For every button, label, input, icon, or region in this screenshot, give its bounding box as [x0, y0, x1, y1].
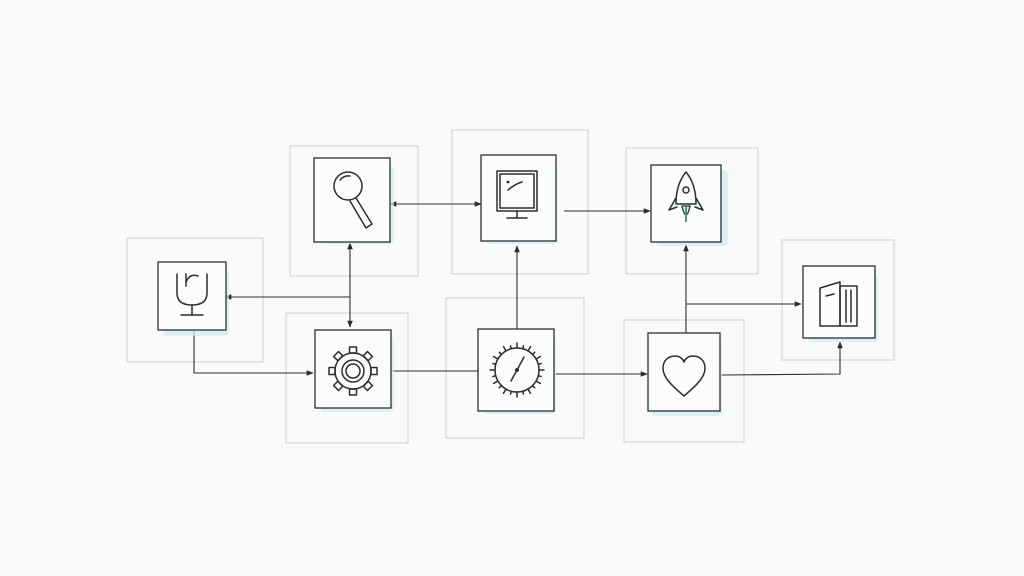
frame-book [781, 239, 895, 361]
clock-tick [502, 345, 507, 352]
arrow-heart-book-lower [720, 341, 843, 376]
clock-tick [537, 374, 542, 378]
node-monitor[interactable] [480, 154, 558, 244]
clock-tick [492, 380, 499, 385]
frame-heart [623, 319, 745, 443]
clock-tick [492, 362, 497, 366]
node-heart[interactable] [647, 332, 722, 416]
node-book[interactable] [802, 265, 878, 342]
gear-icon [328, 346, 378, 396]
heart-icon [662, 355, 706, 397]
rocket-icon [668, 171, 704, 222]
clock-tick [498, 351, 503, 356]
connectors [193, 201, 843, 377]
clock-tick [492, 355, 499, 360]
magnifier-icon [333, 171, 373, 229]
node-gear[interactable] [314, 329, 394, 412]
clock-tick [492, 374, 497, 378]
clock-tick [531, 384, 536, 389]
node-rocket[interactable] [650, 164, 728, 246]
shield-icon [176, 273, 208, 316]
clock-tick [498, 384, 503, 389]
clock-tick [521, 345, 525, 350]
clock-tick [509, 390, 513, 395]
clock-tick [521, 390, 525, 395]
clock-tick [535, 380, 542, 385]
book-icon [819, 281, 858, 327]
clock-icon [489, 342, 545, 398]
clock-tick [502, 388, 507, 395]
frame-clock [445, 297, 585, 439]
arrow-shield-gear [193, 331, 314, 376]
frame-gear [285, 312, 409, 444]
clock-tick [509, 345, 513, 350]
clock-tick [527, 388, 532, 395]
monitor-icon [496, 170, 538, 219]
clock-tick [531, 351, 536, 356]
clock-tick [527, 345, 532, 352]
frame-shield [126, 237, 264, 363]
node-search[interactable] [313, 157, 394, 244]
clock-tick [535, 355, 542, 360]
frame-search [289, 145, 419, 277]
node-shield[interactable] [157, 261, 229, 336]
clock-tick [537, 362, 542, 366]
node-clock[interactable] [477, 328, 556, 414]
pencil-frames [126, 129, 895, 444]
